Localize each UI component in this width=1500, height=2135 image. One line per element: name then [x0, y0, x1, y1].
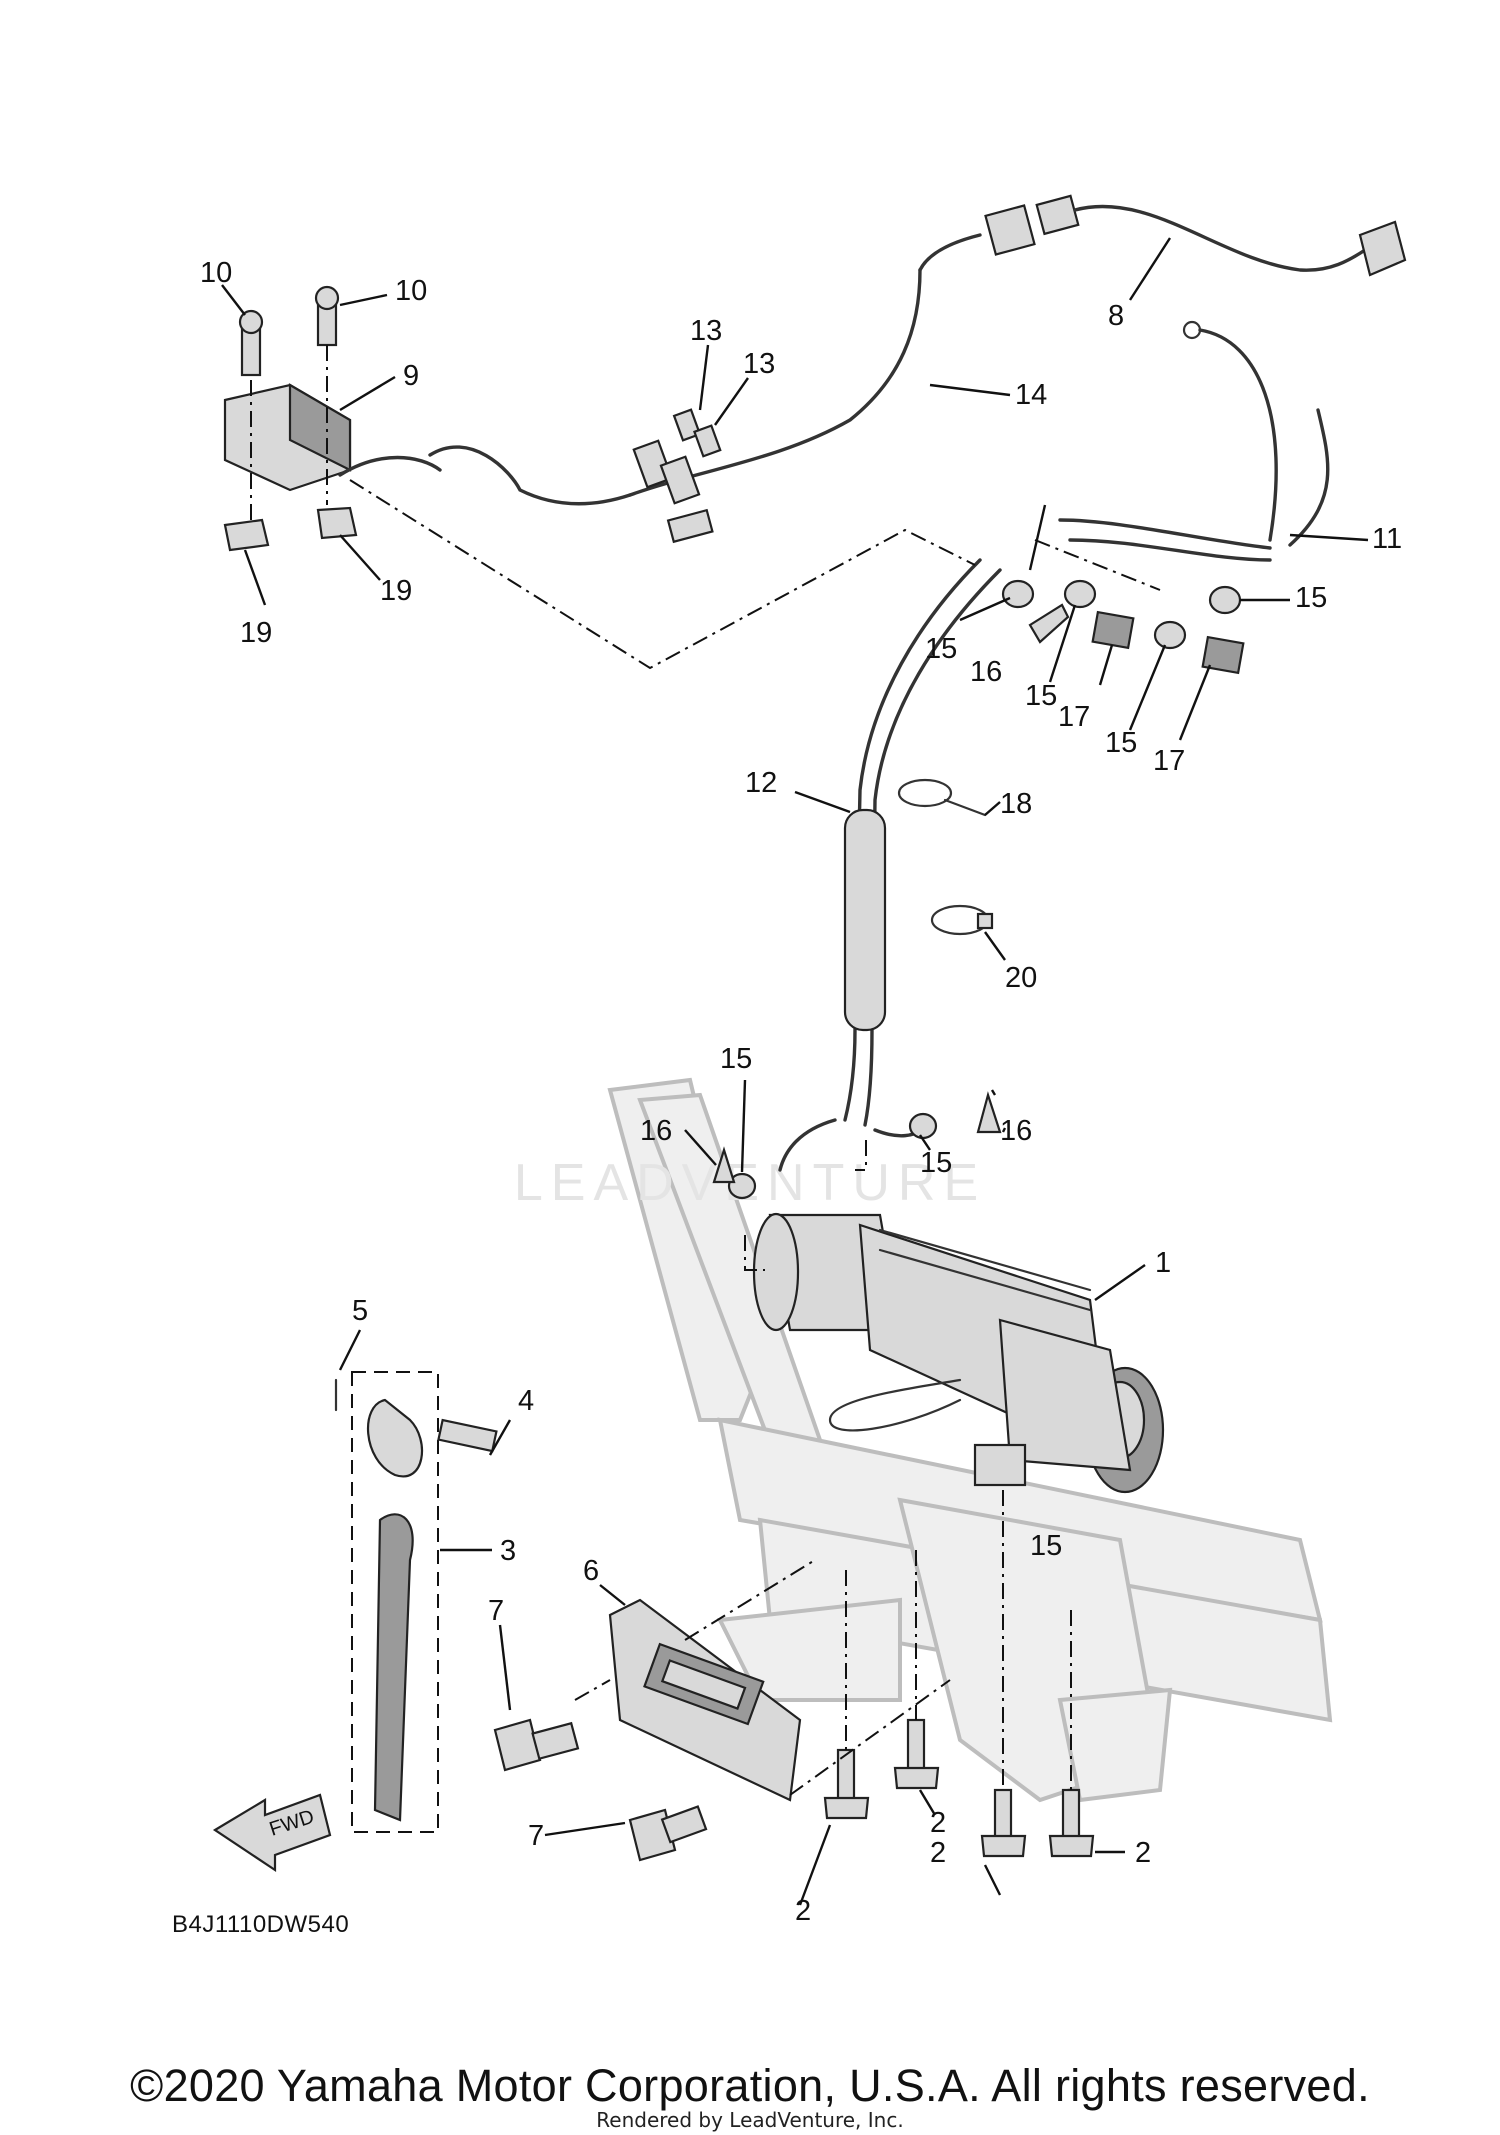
cover-17-2	[1201, 635, 1245, 675]
cap-16-1	[1028, 603, 1070, 644]
cap-16-3	[976, 1091, 1002, 1134]
bracket-19-left	[223, 518, 270, 552]
callout-1: 1	[1155, 1247, 1171, 1279]
clamp-20	[930, 904, 994, 936]
callout-12: 12	[745, 767, 777, 799]
connection-lines	[250, 345, 1161, 1796]
callout-7: 7	[528, 1820, 544, 1852]
winch-assembly	[752, 1212, 1165, 1494]
bolt-2-b	[893, 1718, 940, 1790]
callout-11: 11	[1372, 523, 1402, 555]
callout-19: 19	[240, 617, 272, 649]
leader-lines	[221, 237, 1369, 1906]
callout-10: 10	[200, 257, 232, 289]
callout-5: 5	[352, 1295, 368, 1327]
battery-cable-12	[778, 558, 1002, 1172]
callout-2: 2	[930, 1807, 946, 1839]
callout-10: 10	[395, 275, 427, 307]
bolt-7-upper	[493, 1718, 580, 1772]
callout-2: 2	[795, 1895, 811, 1927]
callout-15: 15	[1105, 727, 1137, 759]
roller-fairlead	[608, 1598, 802, 1802]
callout-9: 9	[403, 360, 419, 392]
bolt-2-d	[1048, 1788, 1095, 1858]
callout-3: 3	[500, 1535, 516, 1567]
callout-15: 15	[1025, 680, 1057, 712]
connector-13-b	[693, 424, 722, 458]
wire-harness-14	[338, 233, 982, 544]
callout-15: 15	[920, 1147, 952, 1179]
callout-labels: 1 2 2 2 2 3 4 5 6 7 7 8 9 10 10 11 12 13…	[200, 257, 1402, 1927]
cable-tie-18	[897, 778, 987, 817]
callout-7: 7	[488, 1595, 504, 1627]
nut-15-5	[727, 1172, 757, 1200]
switch-cable-8	[984, 194, 1407, 277]
cover-17-1	[1091, 610, 1135, 650]
bolt-2-a	[823, 1748, 870, 1820]
callout-15: 15	[1030, 1530, 1062, 1562]
callout-13: 13	[690, 315, 722, 347]
fwd-arrow-icon: FWD	[212, 1793, 332, 1873]
callout-20: 20	[1005, 962, 1037, 994]
callout-6: 6	[583, 1555, 599, 1587]
callout-16: 16	[970, 656, 1002, 688]
diagram-code: B4J1110DW540	[172, 1911, 349, 1938]
bolt-7-lower	[628, 1805, 708, 1862]
callout-17: 17	[1153, 745, 1185, 777]
cap-16-2	[712, 1146, 736, 1184]
callout-16: 16	[1000, 1115, 1032, 1147]
nut-15-3	[1153, 620, 1187, 650]
callout-8: 8	[1108, 300, 1124, 332]
nut-15-4	[1208, 585, 1242, 615]
nut-15-6	[908, 1112, 938, 1140]
callout-15: 15	[720, 1043, 752, 1075]
front-bumper-frame	[607, 1077, 1333, 1803]
callout-17: 17	[1058, 701, 1090, 733]
nut-15-2	[1063, 579, 1097, 609]
callout-14: 14	[1015, 379, 1047, 411]
nut-15-1	[1001, 579, 1035, 609]
callout-18: 18	[1000, 788, 1032, 820]
callout-13: 13	[743, 348, 775, 380]
rendered-by-notice: Rendered by LeadVenture, Inc.	[596, 2108, 904, 2132]
callout-2: 2	[1135, 1837, 1151, 1869]
callout-4: 4	[518, 1385, 534, 1417]
callout-15: 15	[1295, 582, 1327, 614]
callout-16: 16	[640, 1115, 672, 1147]
connector-13-a	[672, 408, 702, 442]
bolt-2-c	[980, 1788, 1027, 1858]
bolt-10-right	[314, 285, 340, 347]
callout-15: 15	[925, 633, 957, 665]
bolt-10-left	[238, 309, 264, 377]
hook-strap-assembly	[334, 1371, 498, 1833]
copyright-notice: ©2020 Yamaha Motor Corporation, U.S.A. A…	[130, 2060, 1370, 2111]
winch-relay	[223, 383, 352, 492]
cable-11	[1058, 320, 1330, 562]
bracket-19-right	[316, 506, 358, 540]
callout-2: 2	[930, 1837, 946, 1869]
callout-19: 19	[380, 575, 412, 607]
